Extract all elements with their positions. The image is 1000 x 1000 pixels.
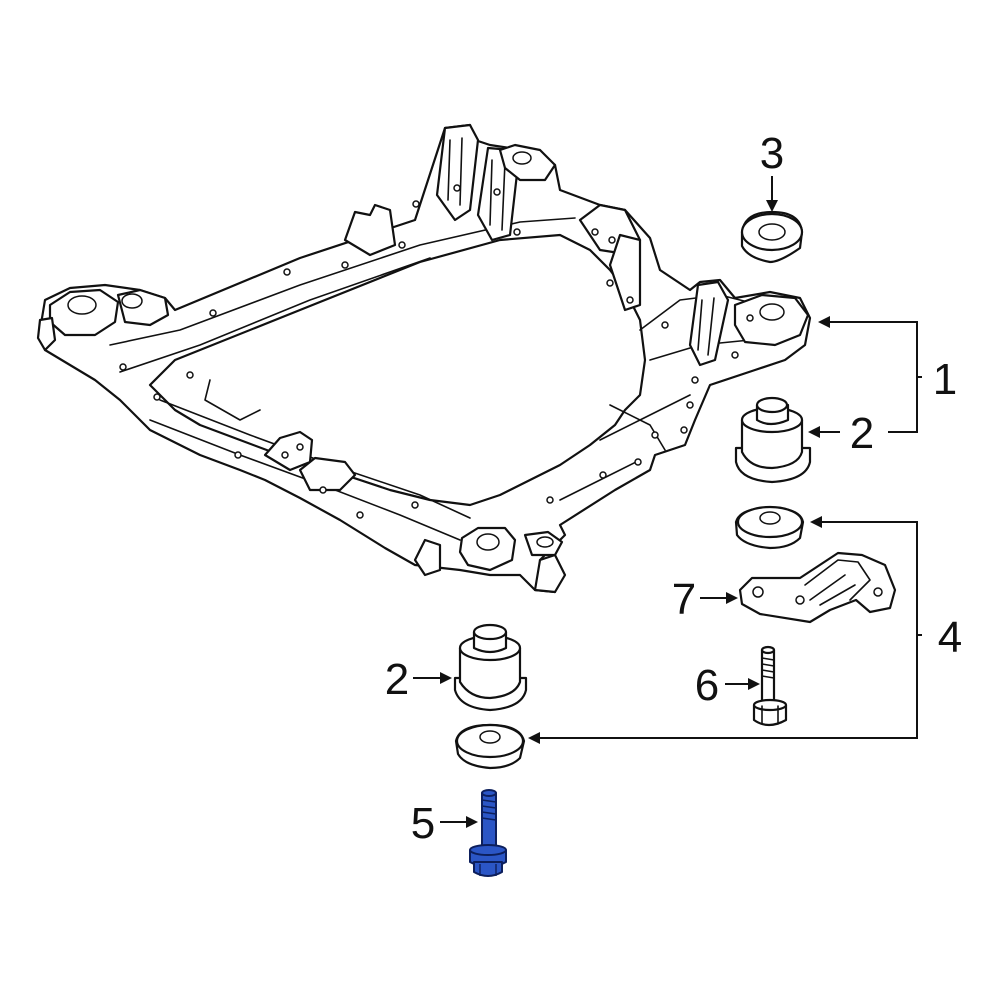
callout-5: 5: [411, 799, 435, 848]
callout-1: 1: [933, 355, 957, 404]
leader-2-left: [413, 672, 452, 684]
subframe[interactable]: [36, 123, 812, 594]
bolt-6[interactable]: [752, 645, 788, 727]
callout-4: 4: [938, 613, 962, 662]
leader-2-right: [808, 426, 840, 438]
bracket[interactable]: [738, 551, 897, 624]
lower-insulator-lower[interactable]: [454, 723, 526, 770]
bushing-left[interactable]: [453, 623, 528, 712]
callout-3: 3: [760, 129, 784, 178]
lower-insulator-upper[interactable]: [734, 505, 805, 550]
leader-5: [440, 816, 478, 828]
leader-3: [766, 176, 778, 212]
callout-7: 7: [672, 575, 696, 624]
leader-4: [528, 516, 922, 744]
leader-6: [725, 678, 760, 690]
bushing-right[interactable]: [734, 396, 812, 484]
callout-2-right: 2: [850, 409, 874, 458]
callout-2-left: 2: [385, 655, 409, 704]
bolt-5-highlighted[interactable]: [469, 789, 507, 877]
upper-insulator[interactable]: [740, 210, 804, 264]
leader-1: [818, 316, 922, 433]
leader-7: [700, 592, 738, 604]
callout-6: 6: [695, 661, 719, 710]
